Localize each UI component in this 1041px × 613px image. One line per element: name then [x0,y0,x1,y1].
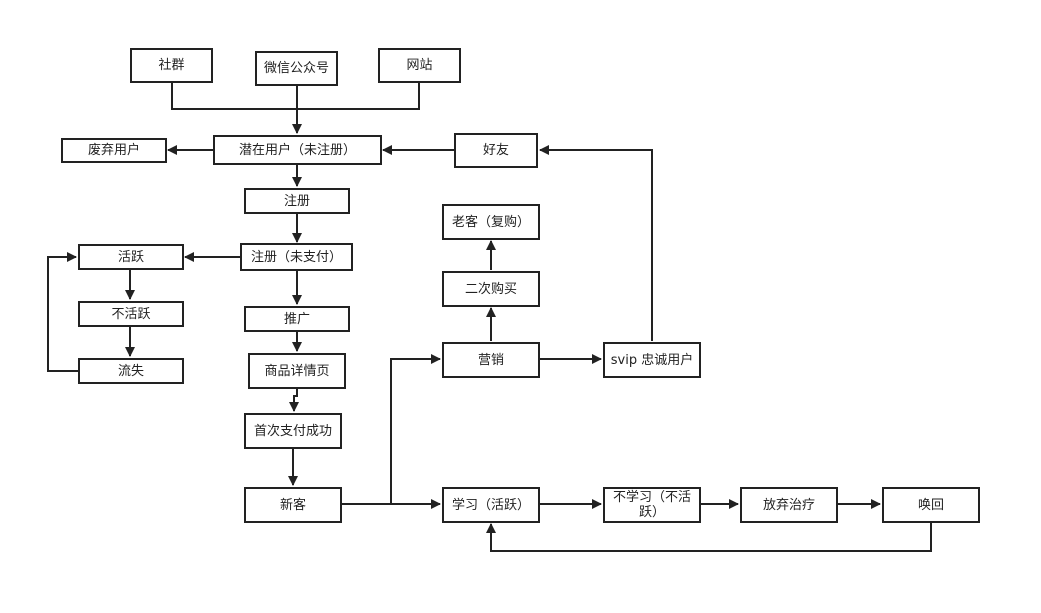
connector-shequn [171,82,297,110]
node-fangqi: 放弃治疗 [740,487,838,523]
arrow-xinke-to-yingxiao [390,354,441,504]
node-laoke: 老客（复购） [442,204,540,240]
node-xuexi: 学习（活跃） [442,487,540,523]
arrow-shangpin-to-shouci [289,388,299,412]
node-huanhui: 唤回 [882,487,980,523]
node-svip: svip 忠诚用户 [603,342,701,378]
arrow-liushi-to-huoyue [47,252,78,372]
node-buxuexi: 不学习（不活跃） [603,487,701,523]
node-qianzai: 潜在用户（未注册） [213,135,382,165]
connector-wangzhan [297,82,420,110]
node-weixin: 微信公众号 [255,51,338,86]
node-shangpin: 商品详情页 [248,353,346,389]
node-feiqi: 废弃用户 [61,138,167,163]
node-shequn: 社群 [130,48,213,83]
node-haoyou: 好友 [454,133,538,168]
node-liushi: 流失 [78,358,184,384]
arrow-huanhui-to-xuexi [486,522,932,552]
node-tuiguang: 推广 [244,306,350,332]
node-wangzhan: 网站 [378,48,461,83]
node-shouci: 首次支付成功 [244,413,342,449]
node-yingxiao: 营销 [442,342,540,378]
node-huoyue: 活跃 [78,244,184,270]
node-buhuoyue: 不活跃 [78,301,184,327]
node-zhuce: 注册 [244,188,350,214]
node-xinke: 新客 [244,487,342,523]
node-zhuce-weizhifu: 注册（未支付） [240,243,353,271]
node-ercigoumai: 二次购买 [442,271,540,307]
arrow-svip-to-haoyou [539,145,653,341]
